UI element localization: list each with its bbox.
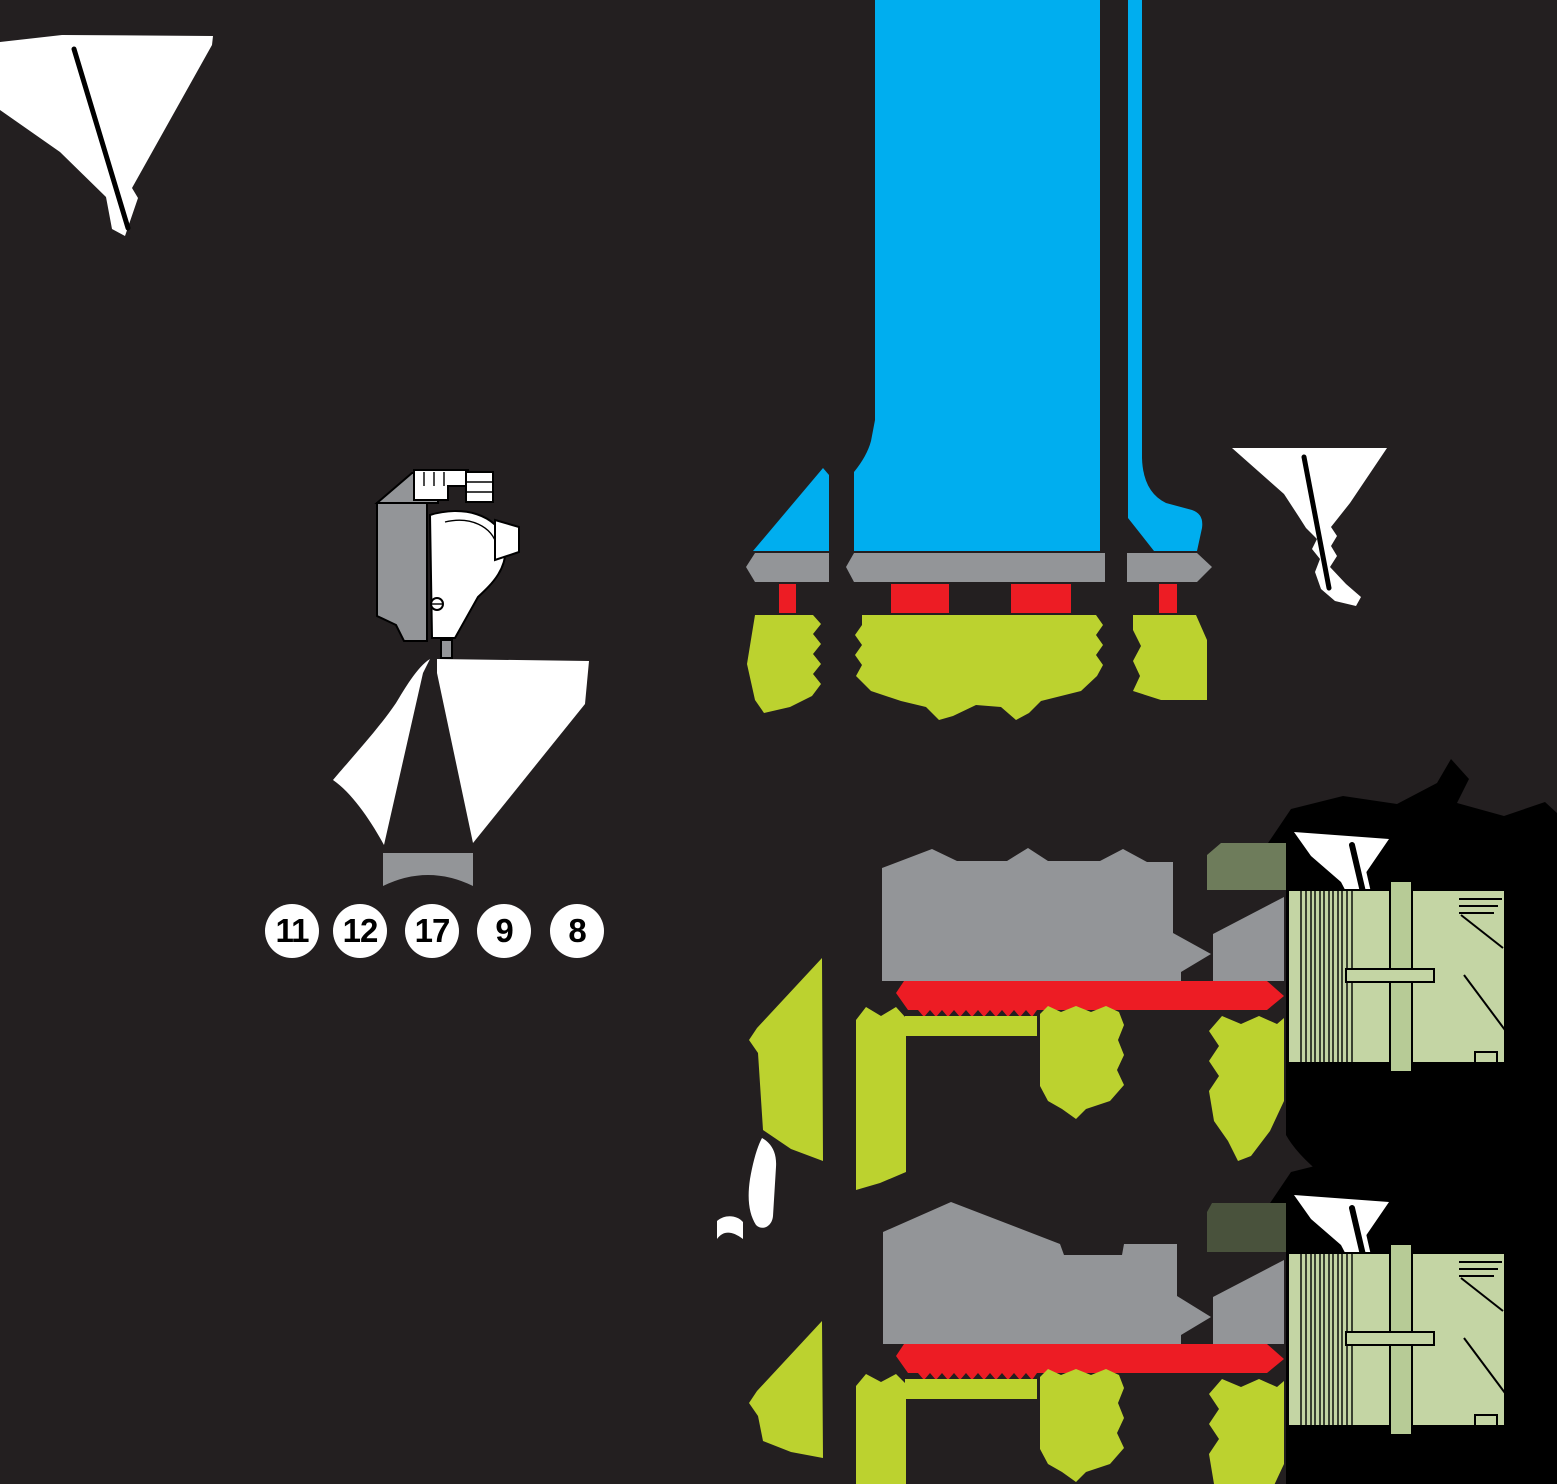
pointer-needle [1301, 454, 1332, 591]
gray-ring-right [1127, 553, 1212, 582]
olive-block [1207, 843, 1286, 890]
lime-post [856, 1374, 906, 1484]
gray-ring-main [846, 553, 1105, 582]
part-callout-8: 8 [550, 904, 604, 958]
thread-part-right [1133, 615, 1207, 700]
part-callout-label: 11 [275, 912, 310, 949]
lime-post [856, 1007, 906, 1190]
cartridge-assembly-bottom [749, 1122, 1557, 1484]
torch-column-stack [746, 0, 1212, 720]
spray-swoosh [717, 1138, 777, 1239]
cartridge-unit-bottom [1266, 1122, 1557, 1484]
pointer-needle [71, 46, 131, 231]
arc-cone-left-wing [333, 659, 430, 845]
olive-block-dark [1207, 1203, 1286, 1252]
leak-spray-shape [1232, 448, 1387, 606]
coolant-left-wedge [753, 468, 829, 551]
part-callout-9: 9 [477, 904, 531, 958]
torch-body-gray-block [883, 1202, 1211, 1344]
leak-spray-shape [0, 35, 213, 236]
torch-head-cross-section [374, 469, 520, 659]
part-callout-11: 11 [265, 904, 319, 958]
part-callout-17: 17 [405, 904, 459, 958]
part-callout-label: 9 [495, 912, 513, 949]
coolant-column [854, 0, 1100, 551]
oring-seal [891, 584, 949, 613]
part-callout-12: 12 [333, 904, 387, 958]
oring-seal [1159, 584, 1177, 613]
leak-spray-top-left [0, 35, 213, 236]
arc-cone-base [383, 853, 473, 886]
torch-body-gray-block [882, 848, 1211, 981]
coolant-right-strip [1128, 0, 1203, 551]
part-callout-label: 17 [414, 912, 451, 949]
gray-ring-left [746, 553, 829, 582]
lime-wedge-left [749, 958, 823, 1161]
arc-cone-right-wing [437, 659, 589, 843]
arc-cone [333, 659, 589, 886]
thread-part-main [855, 615, 1103, 720]
part-callout-label: 12 [342, 912, 379, 949]
leak-spray-right [1232, 448, 1387, 606]
oring-seal [779, 584, 796, 613]
thread-part-left [747, 615, 821, 713]
lime-wedge-left [749, 1321, 823, 1458]
part-callout-label: 8 [568, 912, 586, 949]
torch-tip [440, 639, 453, 659]
oring-seal [1011, 584, 1071, 613]
cartridge-assembly-middle [749, 759, 1557, 1235]
